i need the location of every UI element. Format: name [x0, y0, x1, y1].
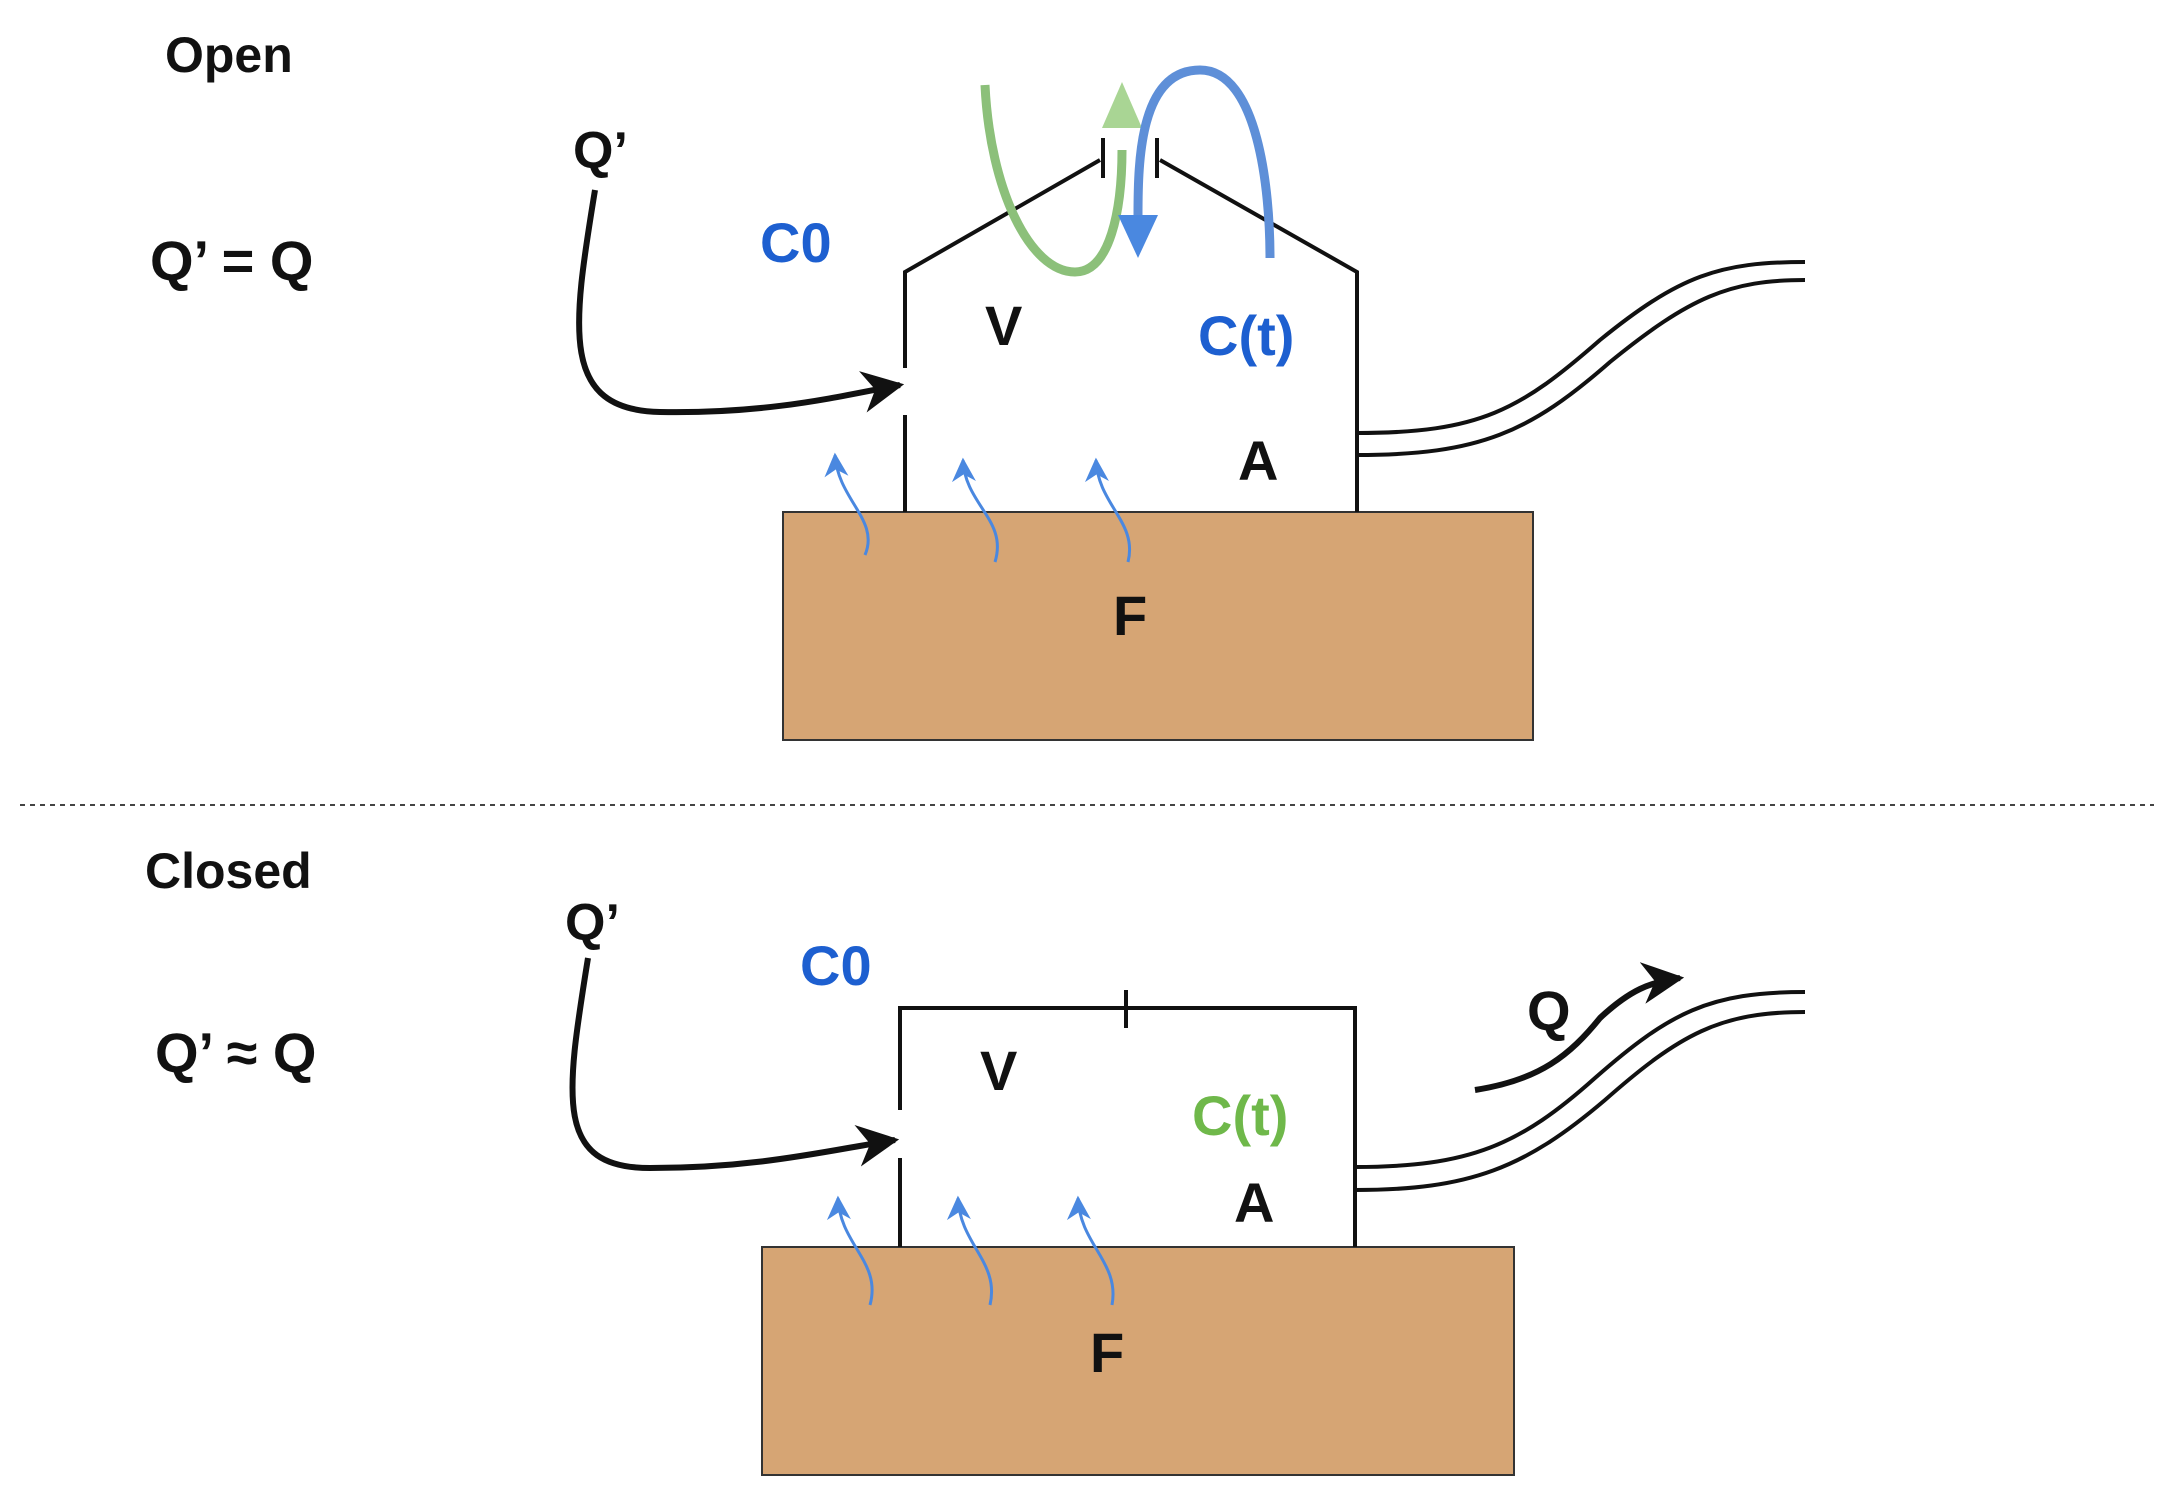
closed-equation: Q’ ≈ Q — [155, 1021, 316, 1084]
open-flux-arrow — [951, 457, 999, 563]
open-inflow-label: Q’ — [573, 122, 628, 180]
open-tube-upper — [1356, 260, 1806, 435]
open-chamber-conc: C(t) — [1198, 304, 1294, 367]
closed-flux: F — [1090, 1321, 1124, 1384]
open-blue-loop — [1133, 65, 1275, 259]
closed-volume: V — [980, 1039, 1017, 1102]
open-blue-arrowhead — [1118, 215, 1158, 258]
open-flux-arrow — [824, 452, 870, 556]
open-soil — [782, 511, 1534, 741]
open-title: Open — [165, 27, 293, 83]
closed-flux-arrow — [946, 1195, 994, 1306]
open-flux-arrow — [1084, 457, 1132, 563]
closed-tube-upper — [1354, 990, 1806, 1169]
open-inflow-arrow — [576, 189, 905, 416]
closed-ambient-conc: C0 — [800, 934, 872, 997]
closed-panel: Closed Q’ ≈ Q Q Q’ C0 V C(t) A F — [145, 843, 1806, 1476]
open-tube-lower — [1356, 278, 1806, 457]
closed-flux-arrow — [1066, 1195, 1115, 1306]
closed-soil — [761, 1246, 1515, 1476]
closed-inflow-label: Q’ — [565, 894, 620, 952]
closed-title: Closed — [145, 843, 312, 899]
open-volume: V — [985, 294, 1022, 357]
open-flux: F — [1113, 584, 1147, 647]
closed-flux-arrow — [826, 1195, 874, 1306]
open-ambient-conc: C0 — [760, 211, 832, 274]
open-panel: Open Q’ = Q Q’ C0 V C(t) A F — [150, 27, 1806, 741]
closed-area: A — [1234, 1171, 1274, 1234]
open-area: A — [1238, 429, 1278, 492]
closed-inflow-arrow — [569, 957, 900, 1172]
open-equation: Q’ = Q — [150, 229, 313, 292]
closed-tube-lower — [1354, 1010, 1806, 1192]
closed-chamber-conc: C(t) — [1192, 1084, 1288, 1147]
open-green-arrowhead — [1102, 82, 1142, 128]
open-green-loop — [980, 84, 1127, 277]
closed-outflow-label: Q — [1527, 979, 1571, 1042]
closed-outflow-arrow — [1474, 962, 1685, 1093]
